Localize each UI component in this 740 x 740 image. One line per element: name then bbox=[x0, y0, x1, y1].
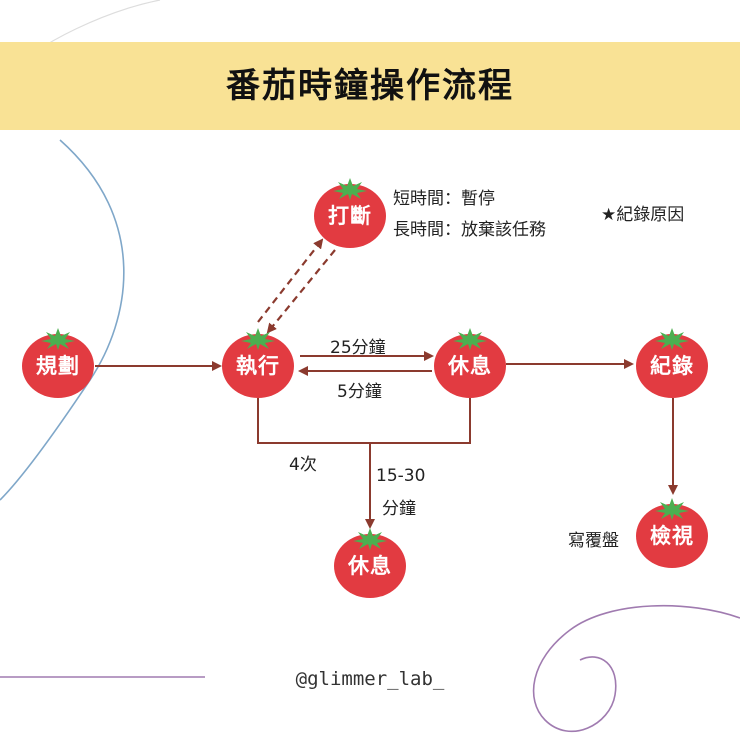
node-record: 紀錄 bbox=[634, 322, 710, 398]
leaf-icon bbox=[655, 328, 689, 350]
title-band bbox=[0, 42, 740, 130]
decorative-purple-loop bbox=[532, 604, 740, 732]
tomato-icon bbox=[636, 498, 708, 568]
node-execute: 執行 bbox=[220, 322, 296, 398]
tomato-icon bbox=[636, 328, 708, 398]
node-rest: 休息 bbox=[432, 322, 508, 398]
node-long-rest-label: 休息 bbox=[348, 554, 392, 578]
decorative-blue-curve bbox=[0, 139, 125, 501]
node-review-label: 檢視 bbox=[650, 524, 694, 548]
tomato-icon bbox=[334, 528, 406, 598]
leaf-icon bbox=[241, 328, 275, 350]
label-record-reason: ★紀錄原因 bbox=[601, 205, 685, 225]
label-write-review: 寫覆盤 bbox=[568, 531, 619, 551]
footer-handle: @glimmer_lab_ bbox=[295, 668, 445, 690]
leaf-icon bbox=[333, 178, 367, 200]
node-review: 檢視 bbox=[634, 492, 710, 568]
node-interrupt-label: 打斷 bbox=[328, 204, 372, 228]
arrow-interrupt-to-execute bbox=[266, 249, 336, 334]
leaf-icon bbox=[353, 528, 387, 550]
leaf-icon bbox=[655, 498, 689, 520]
node-plan-label: 規劃 bbox=[36, 354, 80, 378]
bracket-four-cycles bbox=[257, 398, 471, 444]
node-rest-label: 休息 bbox=[448, 354, 492, 378]
node-plan: 規劃 bbox=[20, 322, 96, 398]
arrow-execute-to-interrupt bbox=[257, 238, 324, 323]
label-back-to-execute-time: 5分鐘 bbox=[337, 382, 382, 402]
label-long-rest-time-2: 分鐘 bbox=[382, 499, 416, 519]
tomato-icon bbox=[314, 178, 386, 248]
leaf-icon bbox=[41, 328, 75, 350]
label-long-interrupt: 長時間：放棄該任務 bbox=[393, 220, 546, 240]
leaf-icon bbox=[453, 328, 487, 350]
node-interrupt: 打斷 bbox=[312, 172, 388, 248]
node-long-rest: 休息 bbox=[332, 522, 408, 598]
page-title: 番茄時鐘操作流程 bbox=[226, 66, 514, 106]
tomato-icon bbox=[222, 328, 294, 398]
node-execute-label: 執行 bbox=[236, 354, 280, 378]
tomato-icon bbox=[434, 328, 506, 398]
label-long-rest-time-1: 15-30 bbox=[376, 466, 426, 486]
node-record-label: 紀錄 bbox=[650, 354, 694, 378]
label-to-rest-time: 25分鐘 bbox=[330, 338, 386, 358]
label-short-interrupt: 短時間：暫停 bbox=[393, 189, 495, 209]
label-four-cycles: 4次 bbox=[289, 455, 317, 475]
tomato-icon bbox=[22, 328, 94, 398]
